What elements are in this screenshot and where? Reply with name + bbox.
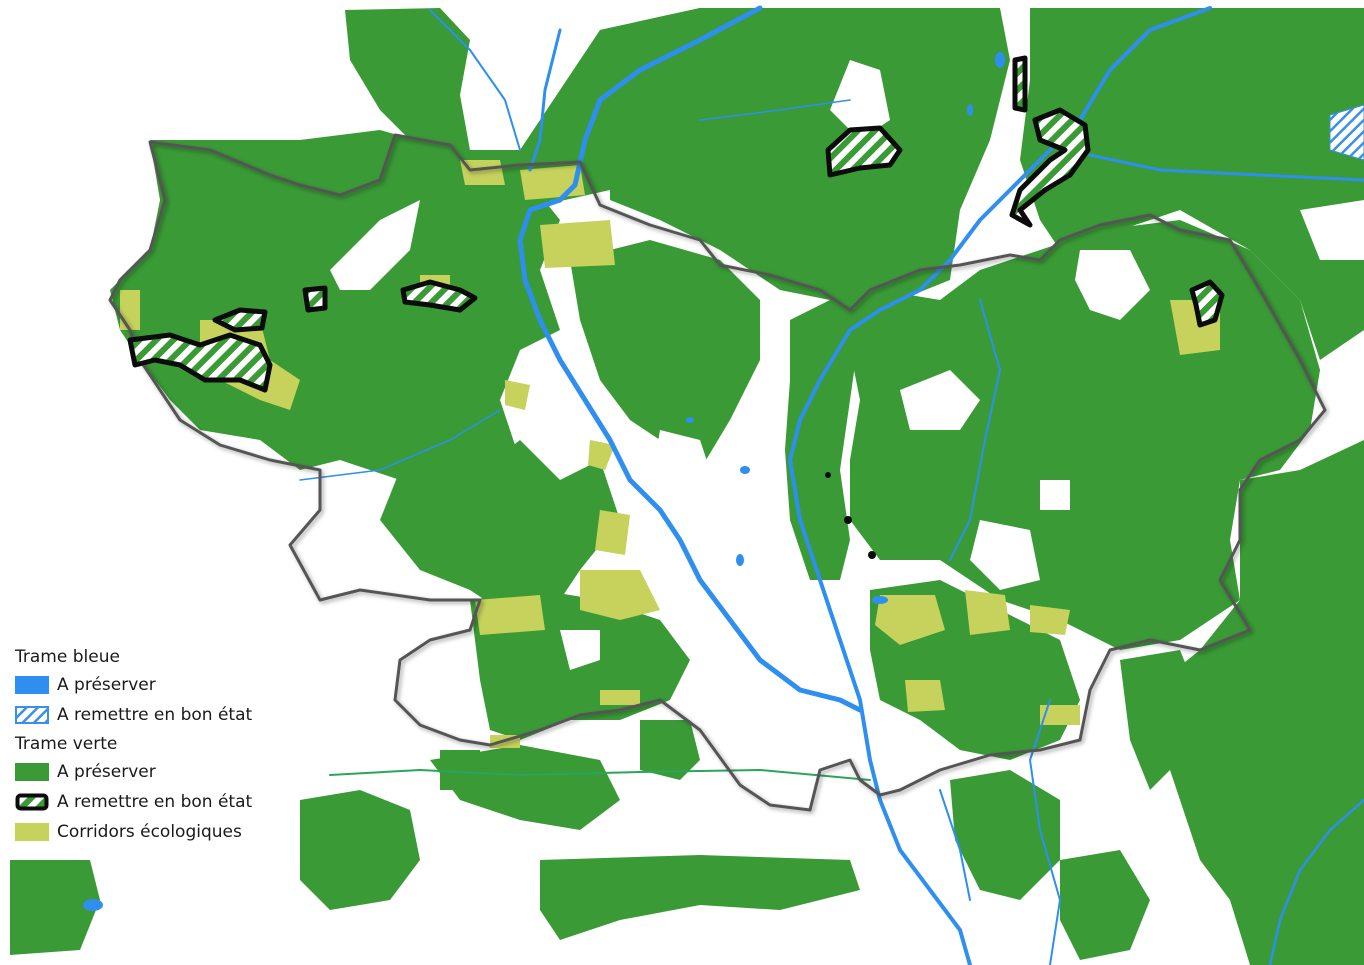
green-restore-areas xyxy=(127,55,1225,393)
legend-item-blue-restore: A remettre en bon état xyxy=(15,703,270,727)
legend-label-blue-preserve: A préserver xyxy=(57,675,156,695)
black-outlined-hatched-swatch-icon xyxy=(15,793,49,811)
water-restore-area xyxy=(1329,104,1364,161)
legend-label-blue-restore: A remettre en bon état xyxy=(57,705,253,725)
solid-blue-swatch-icon xyxy=(15,676,49,694)
legend-title-green: Trame verte xyxy=(15,734,118,754)
legend-item-blue-preserve: A préserver xyxy=(15,673,270,697)
legend-title-blue: Trame bleue xyxy=(15,647,120,667)
legend-label-green-restore: A remettre en bon état xyxy=(57,792,253,812)
restore-points xyxy=(825,472,876,559)
legend-item-green-preserve: A préserver xyxy=(15,760,270,784)
study-area-boundary xyxy=(108,133,1327,812)
hatched-blue-swatch-icon xyxy=(15,706,49,724)
legend-label-corridors: Corridors écologiques xyxy=(57,822,242,842)
solid-green-swatch-icon xyxy=(15,763,49,781)
legend-item-corridors: Corridors écologiques xyxy=(15,820,270,844)
map-legend: Trame bleue A préserver A remettre en bo… xyxy=(10,646,270,850)
water-bodies xyxy=(83,52,1005,911)
solid-yellow-green-swatch-icon xyxy=(15,823,49,841)
legend-item-green-restore: A remettre en bon état xyxy=(15,790,270,814)
legend-label-green-preserve: A préserver xyxy=(57,762,156,782)
green-preserve-areas xyxy=(10,8,1364,965)
open-areas xyxy=(330,60,1364,670)
